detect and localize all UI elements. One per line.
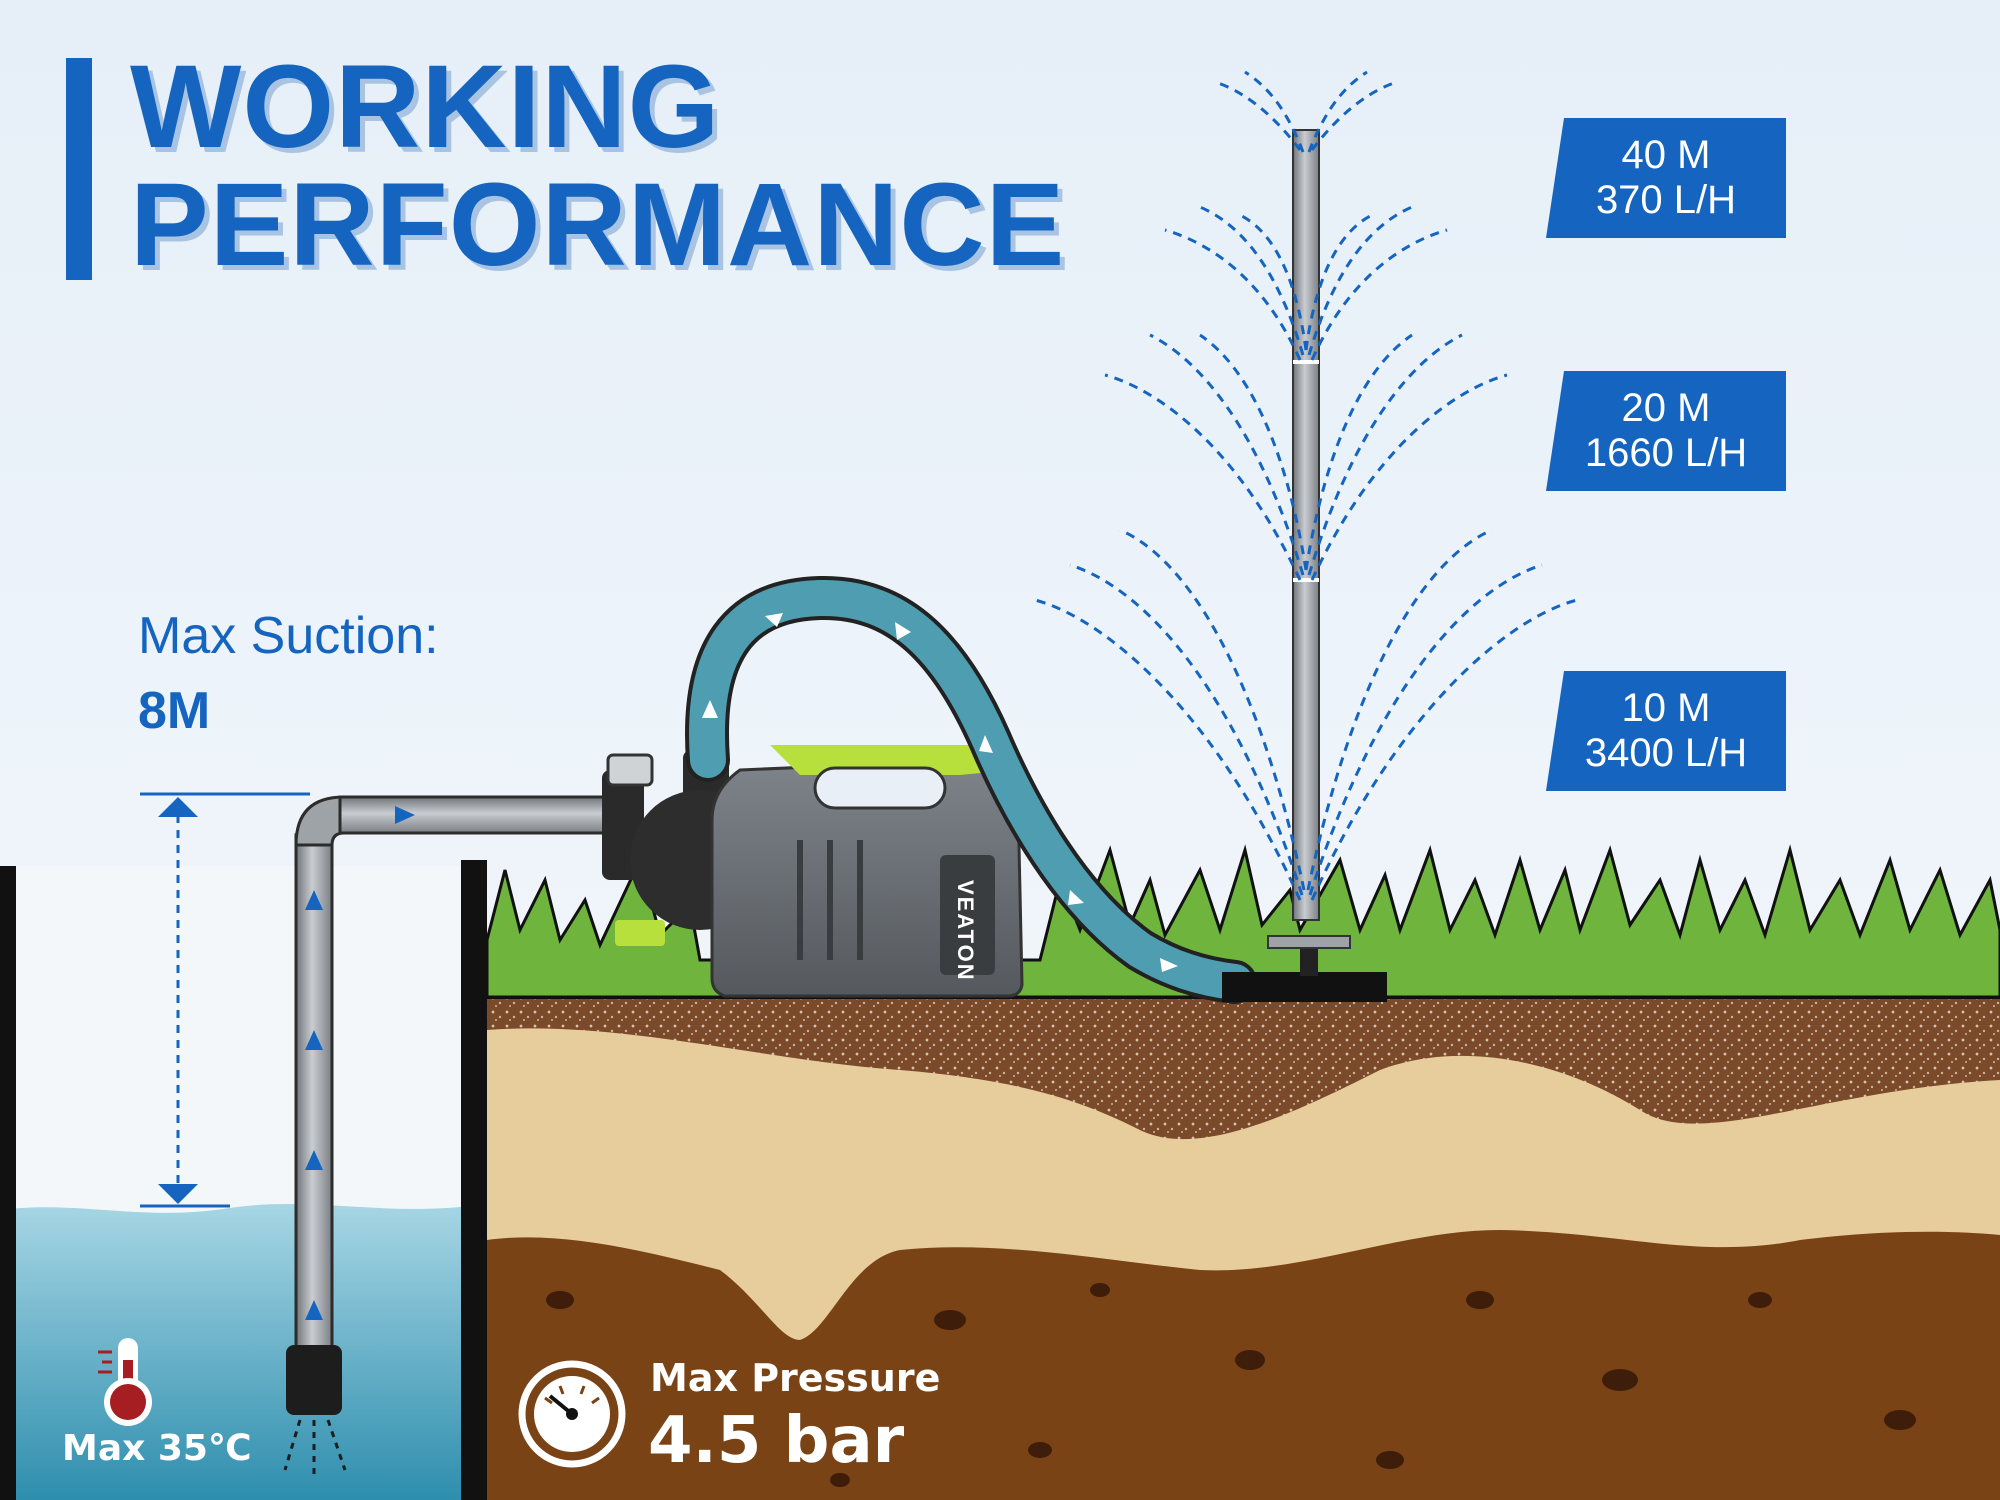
- suction-arrow-down: [158, 1184, 198, 1204]
- water-spray: [1034, 70, 1578, 901]
- sprinkler-base: [1222, 972, 1387, 1002]
- soil-rocks: [546, 1283, 1916, 1487]
- suction-pipe-vertical: [294, 833, 334, 1357]
- max-suction-label: Max Suction:: [138, 607, 439, 665]
- badge-height: 40 M: [1621, 133, 1711, 177]
- max-temperature-label: Max 35℃: [62, 1428, 252, 1469]
- foot-valve-spray: [283, 1419, 347, 1475]
- performance-badge-20m: 20 M 1660 L/H: [1546, 371, 1786, 491]
- max-pressure-label: Max Pressure: [650, 1356, 941, 1400]
- max-pressure-value: 4.5 bar: [648, 1404, 905, 1478]
- badge-flow: 370 L/H: [1595, 178, 1737, 222]
- water-pump: [602, 745, 1024, 998]
- badge-flow: 1660 L/H: [1584, 431, 1748, 475]
- pump-brand-label: VEATON: [953, 880, 978, 982]
- performance-badge-10m: 10 M 3400 L/H: [1546, 671, 1786, 791]
- hose-flow-arrows: [702, 613, 1178, 972]
- suction-arrow-up: [158, 797, 198, 817]
- performance-badge-40m: 40 M 370 L/H: [1546, 118, 1786, 238]
- sprinkler-cross: [1267, 935, 1351, 949]
- suction-pipe-horizontal: [338, 795, 612, 835]
- title-line-1: WORKING: [130, 41, 721, 173]
- thermometer-icon: [98, 1338, 152, 1426]
- title-line-2: PERFORMANCE: [130, 159, 1066, 291]
- title-accent-bar: [66, 58, 92, 280]
- foot-valve: [286, 1345, 342, 1415]
- well-wall-left: [0, 866, 16, 1500]
- suction-flow-arrows: [305, 806, 415, 1320]
- max-suction-value: 8M: [138, 682, 211, 740]
- badge-flow: 3400 L/H: [1584, 731, 1748, 775]
- well-water: [0, 1204, 470, 1500]
- sprinkler-pole: [1292, 129, 1320, 921]
- pressure-gauge-icon: [518, 1360, 626, 1468]
- badge-height: 10 M: [1621, 686, 1711, 730]
- badge-height: 20 M: [1621, 386, 1711, 430]
- well-wall-right: [461, 860, 487, 1500]
- page-title: WORKING PERFORMANCE: [130, 48, 1065, 284]
